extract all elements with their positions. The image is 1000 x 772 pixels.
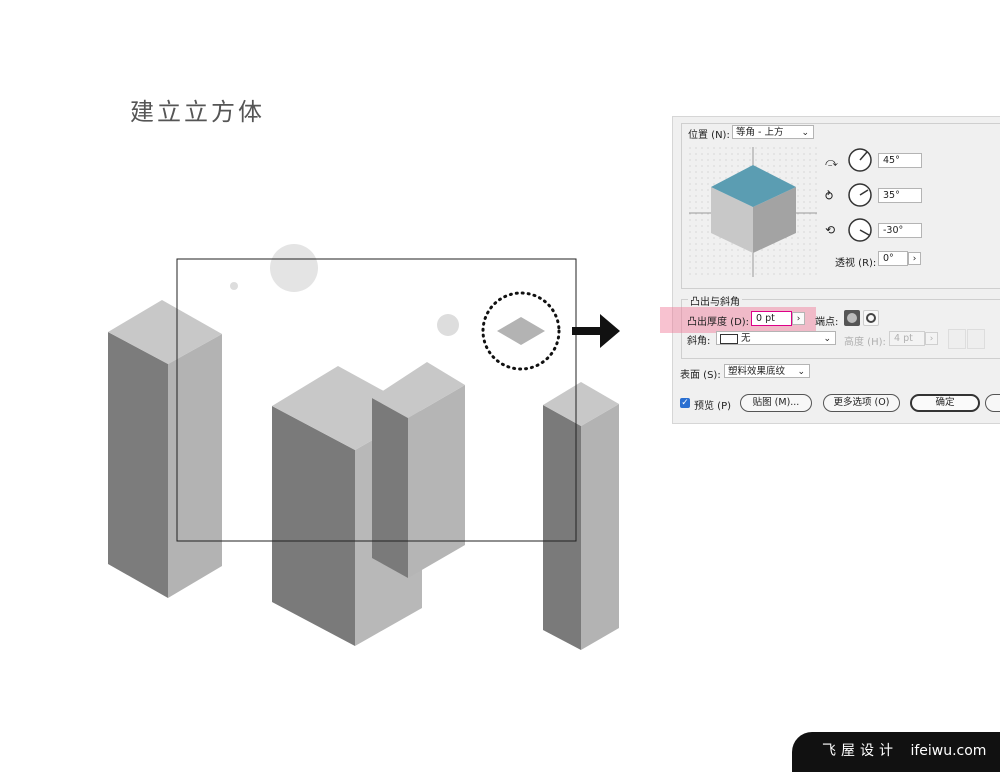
- cube-top-face: [711, 165, 796, 207]
- decor-circle-large: [270, 244, 318, 292]
- height-input[interactable]: 4 pt: [889, 331, 925, 346]
- decor-circle-medium: [437, 314, 459, 336]
- position-value: 等角 - 上方: [736, 127, 784, 138]
- chevron-down-icon: ⌄: [823, 334, 831, 344]
- y-rotation-input[interactable]: 35°: [878, 188, 922, 203]
- bevel-select[interactable]: 无 ⌄: [716, 331, 836, 345]
- dialog-overlay: 凸出厚度 (D): 0 pt › 端点: 斜角: 无 ⌄ 高度 (H): 4 p…: [672, 116, 1000, 422]
- surface-value: 塑料效果底纹: [728, 366, 786, 377]
- bevel-out-icon[interactable]: [948, 329, 966, 349]
- flat-rhombus: [497, 317, 545, 345]
- perspective-input[interactable]: 0°: [878, 251, 908, 266]
- cap-off-button[interactable]: [863, 310, 879, 326]
- more-options-button[interactable]: 更多选项 (O): [823, 394, 900, 412]
- bevel-in-icon[interactable]: [967, 329, 985, 349]
- height-label: 高度 (H):: [844, 337, 886, 348]
- bevel-value: 无: [741, 333, 751, 344]
- preview-checkbox[interactable]: ✓: [680, 398, 690, 408]
- depth-slider-button[interactable]: ›: [792, 312, 805, 325]
- footer-brand: 飞屋设计: [822, 743, 898, 759]
- position-group: [681, 123, 1000, 289]
- preview-label: 预览 (P): [694, 401, 732, 412]
- surface-select[interactable]: 塑料效果底纹 ⌄: [724, 364, 810, 378]
- surface-label: 表面 (S):: [680, 370, 721, 381]
- arrow-right-icon: [572, 314, 620, 348]
- x-rotation-input[interactable]: 45°: [878, 153, 922, 168]
- chevron-down-icon: ⌄: [801, 128, 809, 138]
- rotation-preview[interactable]: [689, 147, 817, 277]
- cap-label: 端点:: [815, 317, 839, 328]
- rotate-z-icon: ⟲: [825, 223, 836, 237]
- cap-on-button[interactable]: [844, 310, 860, 326]
- extrude-bevel-group: [681, 299, 1000, 359]
- depth-label: 凸出厚度 (D):: [687, 317, 750, 328]
- middle-back-block: [372, 362, 465, 578]
- map-art-button[interactable]: 贴图 (M)...: [740, 394, 812, 412]
- page-title: 建立立方体: [130, 98, 265, 126]
- perspective-label: 透视 (R):: [835, 258, 877, 269]
- cube-left-face: [711, 187, 753, 253]
- ok-button[interactable]: 确定: [910, 394, 980, 412]
- artboard-frame: [176, 258, 577, 542]
- cancel-button[interactable]: [985, 394, 1000, 412]
- z-rotation-input[interactable]: -30°: [878, 223, 922, 238]
- depth-input[interactable]: 0 pt: [751, 311, 792, 326]
- decor-circle-small: [230, 282, 238, 290]
- footer-brand-bar: 飞屋设计 ifeiwu.com: [792, 732, 1000, 772]
- position-select[interactable]: 等角 - 上方 ⌄: [732, 125, 814, 139]
- bevel-label: 斜角:: [687, 336, 711, 347]
- y-rotation-dial[interactable]: [847, 182, 873, 208]
- rotate-y-icon: ⥁: [825, 189, 834, 203]
- rotate-x-icon: ⤼: [825, 155, 838, 169]
- position-label: 位置 (N):: [688, 130, 730, 141]
- cube-right-face: [753, 187, 796, 253]
- perspective-slider-button[interactable]: ›: [908, 252, 921, 265]
- z-rotation-dial[interactable]: [847, 217, 873, 243]
- extrude-bevel-heading: 凸出与斜角: [688, 293, 742, 308]
- dotted-circle: [481, 291, 561, 371]
- left-tower: [108, 300, 222, 598]
- x-rotation-dial[interactable]: [847, 147, 873, 173]
- right-tower: [543, 382, 619, 650]
- footer-site: ifeiwu.com: [910, 743, 987, 759]
- bevel-shape-icon: [720, 333, 738, 344]
- height-slider-button[interactable]: ›: [925, 332, 938, 345]
- chevron-down-icon: ⌄: [797, 367, 805, 377]
